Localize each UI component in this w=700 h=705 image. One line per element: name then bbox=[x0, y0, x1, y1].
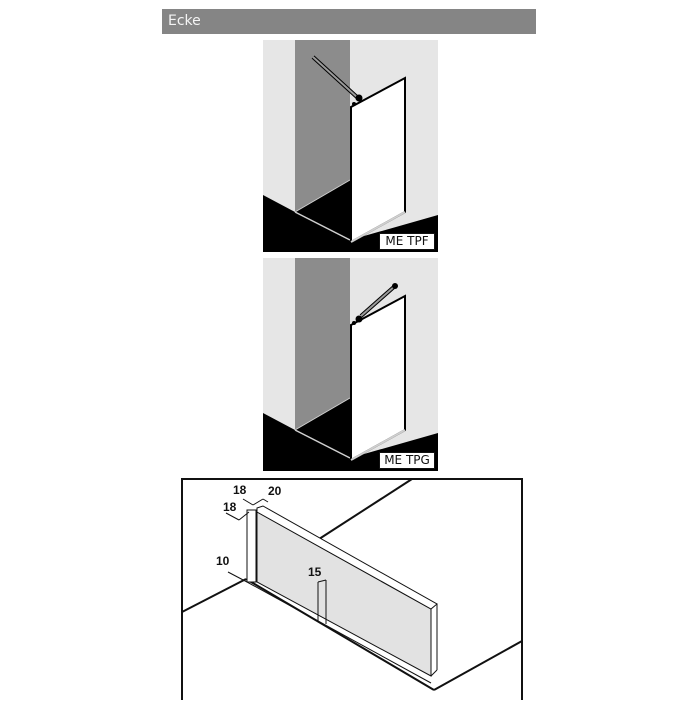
dim-top-width-b: 20 bbox=[268, 484, 282, 498]
shower-corner-illustration-tpg bbox=[263, 258, 438, 471]
figure-me-tpf: ME TPF bbox=[263, 40, 438, 252]
panel-dimension-illustration bbox=[181, 478, 523, 700]
dimension-drawing: 18 18 20 10 15 bbox=[181, 478, 524, 700]
dim-bottom-offset: 10 bbox=[216, 554, 230, 568]
figure-label-tpf: ME TPF bbox=[379, 233, 435, 250]
dim-floor-gap: 15 bbox=[308, 565, 322, 579]
section-title: Ecke bbox=[168, 13, 201, 29]
figure-me-tpg: ME TPG bbox=[263, 258, 438, 471]
dim-top-width-a: 18 bbox=[233, 483, 247, 497]
section-header: Ecke bbox=[162, 9, 536, 34]
shower-corner-illustration-tpf bbox=[263, 40, 438, 252]
dim-top-depth: 18 bbox=[223, 500, 237, 514]
figure-label-tpg: ME TPG bbox=[379, 452, 435, 469]
